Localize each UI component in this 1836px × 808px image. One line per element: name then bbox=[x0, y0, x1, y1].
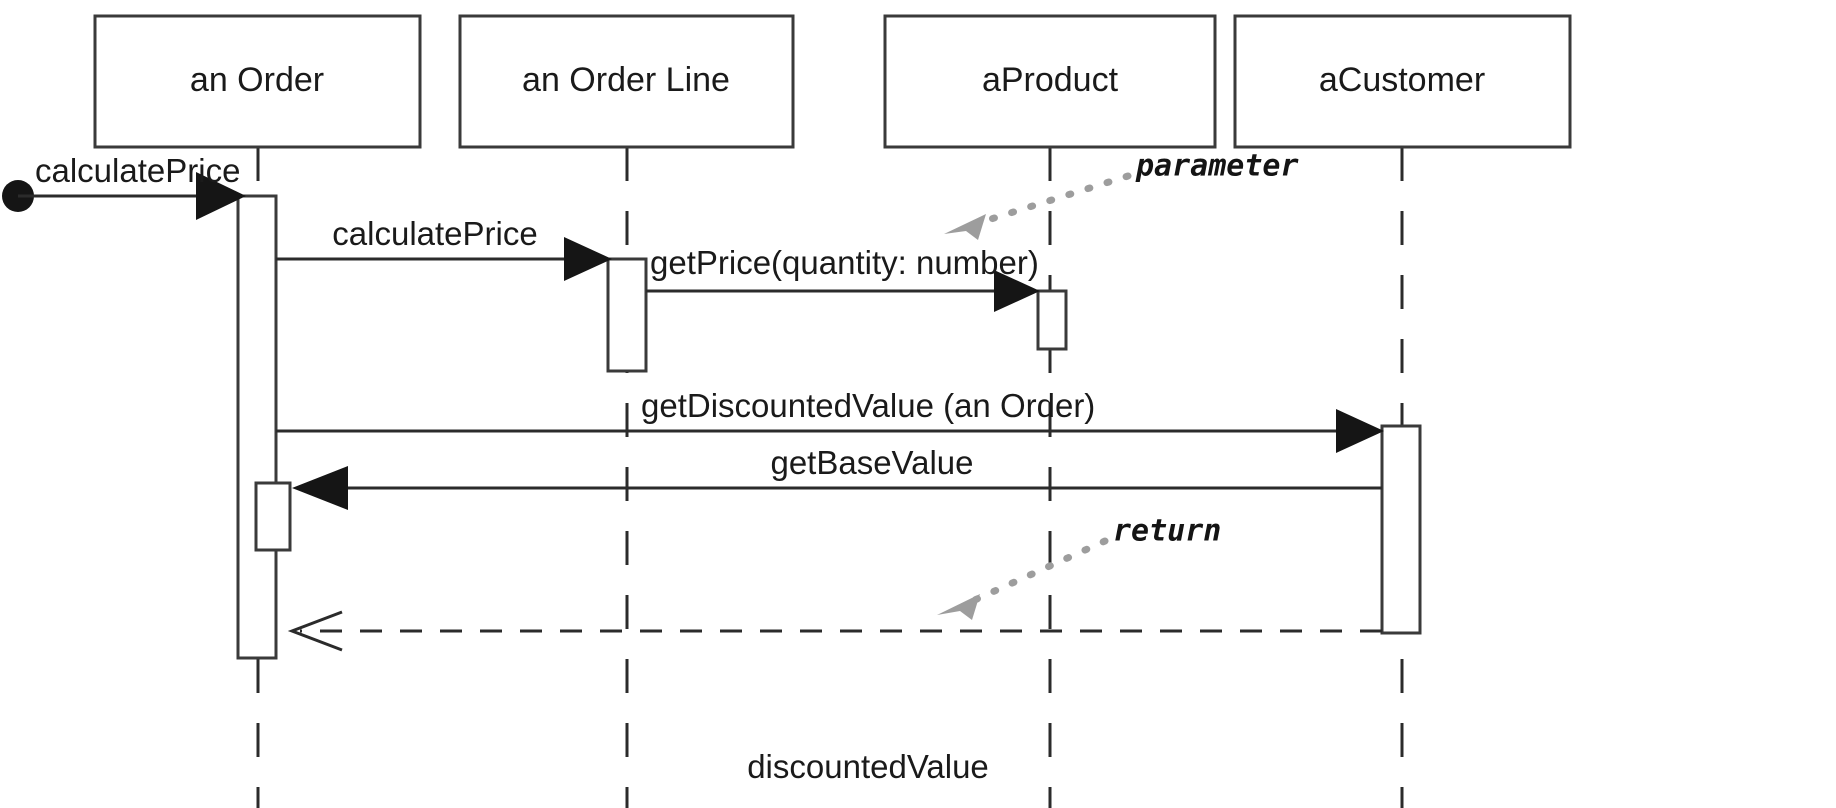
annotation-arrowhead-parameter bbox=[944, 214, 986, 240]
arrowhead-m1 bbox=[196, 172, 246, 220]
participant-label-product: aProduct bbox=[982, 61, 1119, 99]
message-get-base-value[interactable]: getBaseValue bbox=[292, 444, 1382, 510]
message-get-price[interactable]: getPrice(quantity: number) bbox=[646, 244, 1040, 312]
message-discounted-value-return[interactable]: discountedValue bbox=[287, 610, 1382, 785]
participant-box-product[interactable] bbox=[883, 14, 1217, 149]
message-label-m1: calculatePrice bbox=[35, 152, 240, 189]
annotation-arrowhead-return bbox=[937, 594, 980, 620]
activation-orderline[interactable] bbox=[606, 257, 648, 373]
annotation-label-parameter: parameter bbox=[1135, 149, 1299, 184]
participant-product[interactable]: aProduct bbox=[883, 14, 1217, 149]
message-calculate-price-found[interactable]: calculatePrice bbox=[2, 152, 246, 220]
annotation-label-return: return bbox=[1113, 514, 1221, 549]
activation-customer[interactable] bbox=[1380, 424, 1422, 635]
annotation-leader-return bbox=[962, 537, 1109, 608]
participant-orderline[interactable]: an Order Line bbox=[458, 14, 795, 149]
arrowhead-m6 bbox=[287, 610, 343, 652]
participant-label-customer: aCustomer bbox=[1319, 61, 1485, 99]
activation-product[interactable] bbox=[1036, 289, 1068, 351]
message-label-m6: discountedValue bbox=[747, 748, 989, 785]
arrowhead-m2 bbox=[564, 237, 612, 281]
annotation-parameter: parameter bbox=[944, 149, 1299, 240]
annotation-leader-parameter bbox=[968, 172, 1132, 229]
message-label-m4: getDiscountedValue (an Order) bbox=[641, 387, 1095, 424]
arrowhead-m4 bbox=[1336, 409, 1384, 453]
activations-group bbox=[236, 194, 1422, 660]
annotation-return: return bbox=[937, 514, 1221, 620]
message-label-m3: getPrice(quantity: number) bbox=[650, 244, 1039, 281]
activation-order-inner[interactable] bbox=[254, 481, 292, 552]
participant-label-order: an Order bbox=[190, 61, 324, 99]
message-label-m2: calculatePrice bbox=[332, 215, 537, 252]
arrowhead-m5 bbox=[292, 466, 348, 510]
participant-box-customer[interactable] bbox=[1233, 14, 1572, 149]
arrowhead-m3 bbox=[994, 270, 1040, 312]
activation-order-main[interactable] bbox=[236, 194, 278, 660]
participant-box-order[interactable] bbox=[93, 14, 422, 149]
participant-label-orderline: an Order Line bbox=[522, 61, 730, 99]
message-calculate-price[interactable]: calculatePrice bbox=[276, 215, 612, 281]
message-label-m5: getBaseValue bbox=[770, 444, 973, 481]
participant-order[interactable]: an Order bbox=[93, 14, 422, 149]
participant-box-orderline[interactable] bbox=[458, 14, 795, 149]
message-get-discounted-value[interactable]: getDiscountedValue (an Order) bbox=[276, 387, 1384, 453]
participant-customer[interactable]: aCustomer bbox=[1233, 14, 1572, 149]
